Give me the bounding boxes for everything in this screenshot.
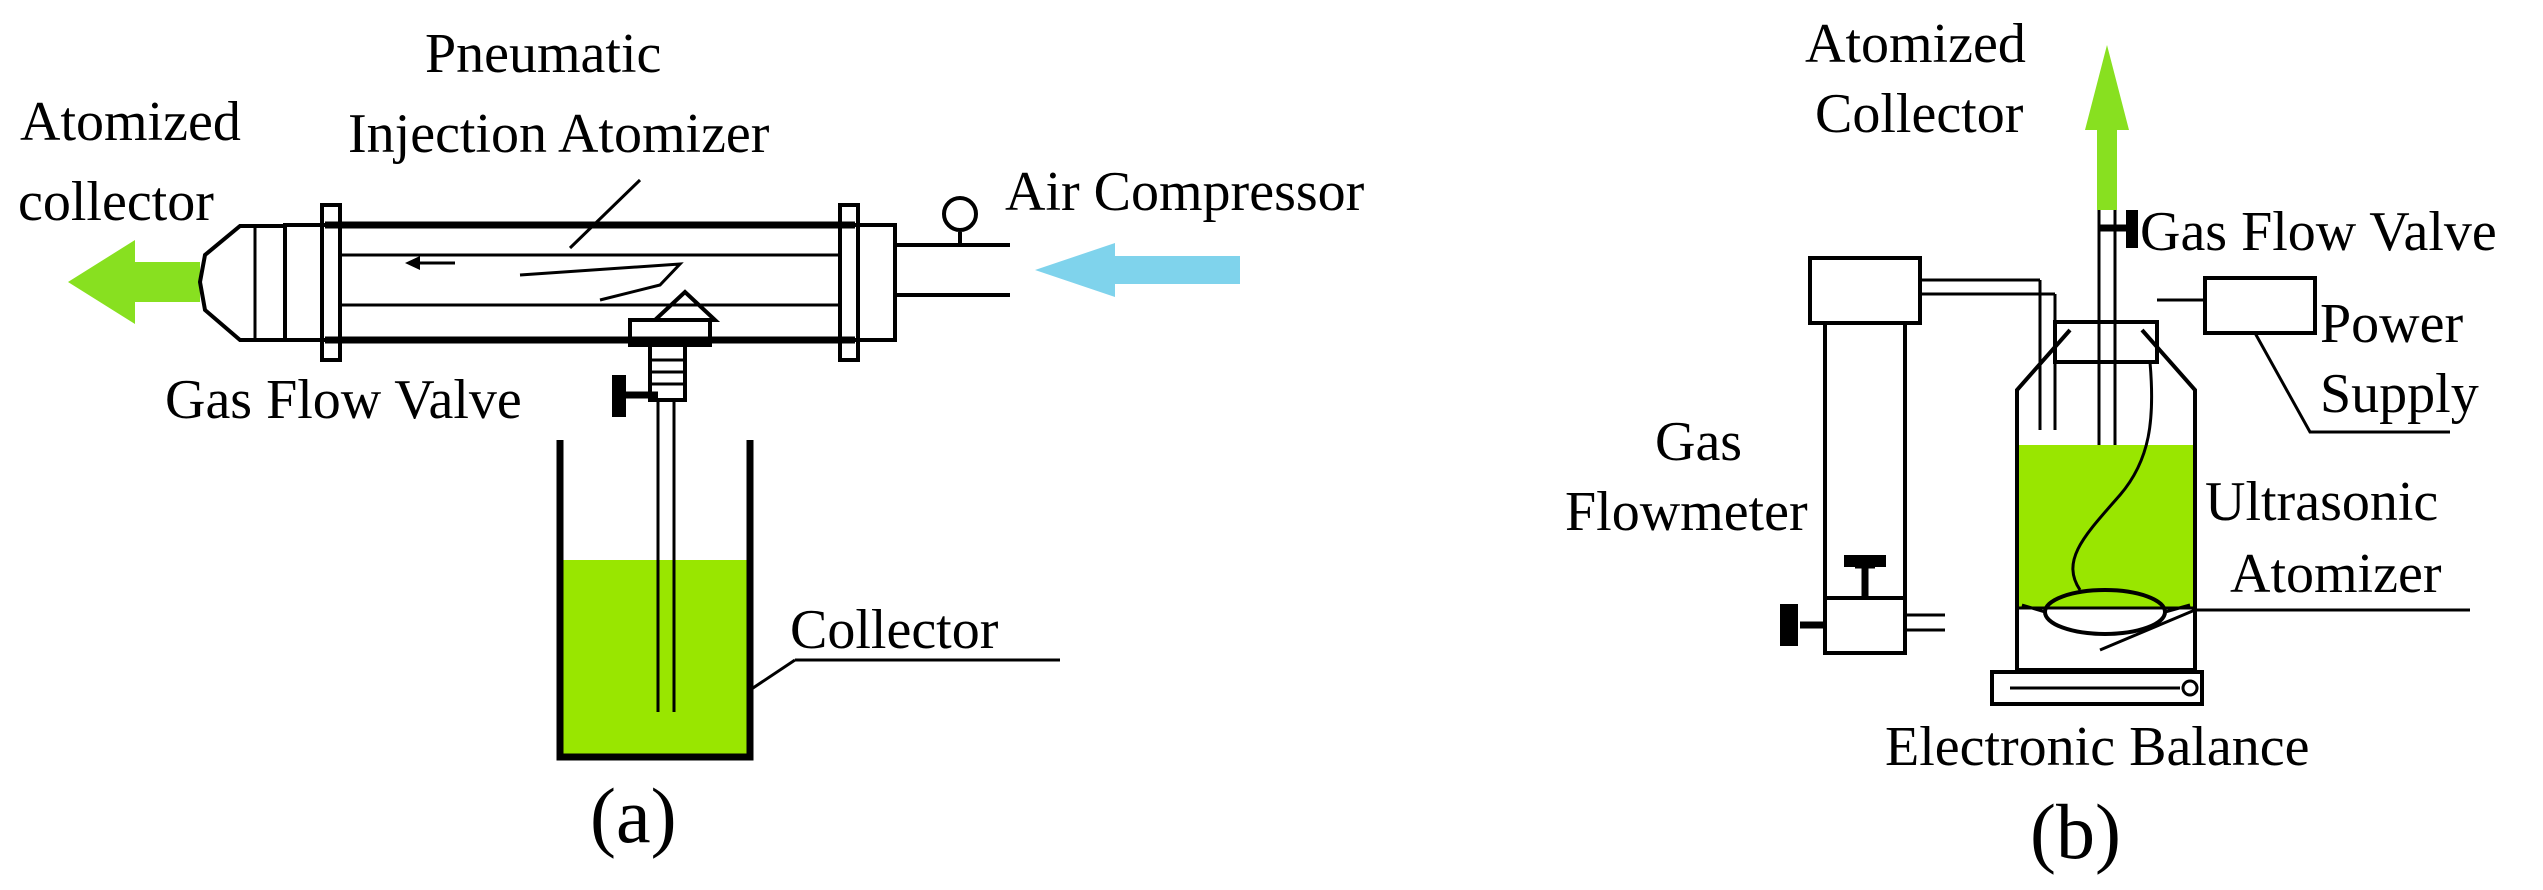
panel-a: Atomized collector Pneumatic Injection A… — [18, 23, 1365, 859]
label-pneumatic-1: Pneumatic — [425, 23, 661, 85]
atomizer-nozzle — [197, 224, 285, 342]
label-power-supply-2: Supply — [2320, 363, 2479, 425]
label-atomized-collector-b-2: Collector — [1815, 83, 2024, 145]
label-power-supply-1: Power — [2320, 293, 2463, 355]
outlet-tubes-b — [2097, 210, 2117, 445]
panel-b: Atomized Collector Gas Flow Valve Power … — [1565, 13, 2497, 875]
atomizer-tube — [283, 203, 897, 362]
atomized-outlet-arrow — [68, 240, 200, 324]
power-supply — [2157, 276, 2317, 335]
label-atomized-collector-a-1: Atomized — [20, 91, 241, 153]
label-electronic-balance: Electronic Balance — [1885, 716, 2309, 778]
gas-flow-valve-b — [2099, 210, 2138, 248]
label-pneumatic-2: Injection Atomizer — [348, 103, 770, 165]
collector-beaker — [556, 440, 754, 761]
leader-lines-a — [568, 178, 1060, 692]
label-gas-flow-valve-a: Gas Flow Valve — [165, 369, 522, 431]
label-gas-flow-valve-b: Gas Flow Valve — [2140, 201, 2497, 263]
air-inlet — [895, 196, 1010, 297]
label-collector: Collector — [790, 599, 999, 661]
label-air-compressor: Air Compressor — [1005, 161, 1365, 223]
gas-flow-valve-a — [612, 375, 658, 417]
atomized-outlet-arrow-b — [2085, 45, 2129, 210]
label-atomized-collector-b-1: Atomized — [1805, 13, 2026, 75]
air-compressor-arrow — [1035, 243, 1240, 297]
label-ultrasonic-2: Atomizer — [2230, 543, 2442, 605]
leader-lines-b — [2099, 332, 2470, 652]
gas-flowmeter — [1780, 256, 2057, 655]
pressure-gauge-icon — [942, 196, 978, 232]
caption-a: (a) — [590, 772, 677, 859]
electronic-balance — [1990, 670, 2204, 706]
label-ultrasonic-1: Ultrasonic — [2205, 471, 2438, 533]
liquid-b — [2017, 445, 2195, 608]
label-gas-flowmeter-1: Gas — [1655, 411, 1742, 473]
label-gas-flowmeter-2: Flowmeter — [1565, 481, 1808, 543]
label-atomized-collector-a-2: collector — [18, 171, 214, 233]
caption-b: (b) — [2030, 788, 2121, 875]
